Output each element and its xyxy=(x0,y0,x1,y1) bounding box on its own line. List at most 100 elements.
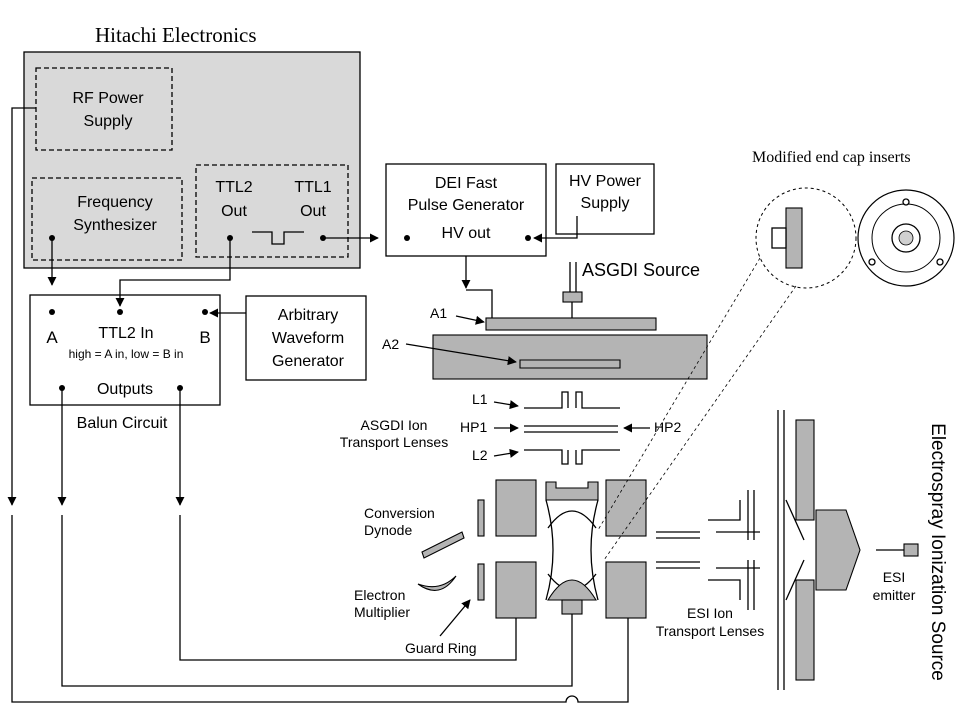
balun-note: high = A in, low = B in xyxy=(69,347,184,361)
asgdi-lenses-label-2: Transport Lenses xyxy=(340,434,448,450)
end-cap-side-insert xyxy=(785,207,803,269)
frequency-synthesizer-block xyxy=(31,177,183,261)
esi-lenses-label-2: Transport Lenses xyxy=(656,623,764,639)
hp2-label: HP2 xyxy=(654,419,681,435)
balun-caption: Balun Circuit xyxy=(77,415,168,432)
end-cap-hole-top xyxy=(902,198,910,206)
lens-l1 xyxy=(524,391,620,409)
trap-endcap-stem xyxy=(561,599,583,615)
hv-power-supply-box xyxy=(555,163,655,235)
guard-ring-label: Guard Ring xyxy=(405,640,477,656)
trap-top-endcap xyxy=(545,481,599,501)
awg-box xyxy=(245,295,367,381)
lens-hp xyxy=(524,425,618,433)
asgdi-source-label: ASGDI Source xyxy=(582,260,700,280)
a1-pointer xyxy=(455,315,485,325)
wire-out2-to-guard xyxy=(179,515,517,661)
esi-lenses-label-1: ESI Ion xyxy=(687,605,733,621)
esi-lens-2 xyxy=(708,500,760,600)
hitachi-title: Hitachi Electronics xyxy=(95,23,257,47)
ttl1-out-label-2: Out xyxy=(300,203,326,220)
conversion-dynode-label-2: Dynode xyxy=(364,522,412,538)
freq-synth-label-2: Synthesizer xyxy=(73,217,157,234)
wire-rf-to-ring xyxy=(11,515,629,703)
hv-power-label-2: Supply xyxy=(581,195,630,212)
trap-ring-sides xyxy=(545,499,599,601)
esi-lens-1 xyxy=(656,531,700,569)
esi-lower-block xyxy=(795,579,815,681)
asgdi-a2-plate xyxy=(519,359,621,369)
hitachi-panel xyxy=(23,51,361,269)
hv-power-label-1: HV Power xyxy=(569,173,642,190)
balun-ttl2-in-label: TTL2 In xyxy=(98,325,153,342)
ttl-output-block xyxy=(195,164,349,258)
conversion-dynode xyxy=(421,531,465,559)
dei-label-1: DEI Fast xyxy=(435,175,498,192)
dei-label-2: Pulse Generator xyxy=(408,197,525,214)
end-cap-aperture xyxy=(898,230,914,246)
wire-to-a1 xyxy=(466,289,493,318)
end-cap-zoom-lines xyxy=(597,257,797,561)
wire-out1-to-endcap xyxy=(61,515,573,687)
esi-skimmer-plate xyxy=(777,410,785,690)
wire-hv-to-dei xyxy=(533,216,578,243)
balun-a-terminal xyxy=(49,309,55,315)
wire-rf-down xyxy=(7,107,36,506)
rf-power-supply-block xyxy=(35,67,173,151)
end-cap-zoom-circle xyxy=(755,187,857,289)
esi-emitter-tip xyxy=(903,543,919,557)
wire-ttl2-to-balun xyxy=(115,238,231,307)
asgdi-pins xyxy=(569,262,577,294)
trap-electrode-ll xyxy=(495,561,537,619)
pulse-symbol xyxy=(252,231,304,245)
a2-pointer xyxy=(405,343,517,366)
trap-electrode-lr xyxy=(605,561,647,619)
balun-b-terminal xyxy=(202,309,208,315)
asgdi-cathode xyxy=(562,291,583,303)
dei-hv-out-label: HV out xyxy=(442,225,491,242)
rf-power-label-2: Supply xyxy=(84,113,133,130)
l2-label: L2 xyxy=(472,447,488,463)
dei-hv-terminal xyxy=(525,235,531,241)
hp1-label: HP1 xyxy=(460,419,487,435)
guard-ring-bottom xyxy=(477,563,485,601)
esi-lens-3 xyxy=(747,490,755,610)
end-cap-hole-right xyxy=(936,258,944,266)
dei-input-terminal xyxy=(404,235,410,241)
l1-label: L1 xyxy=(472,391,488,407)
end-cap-side-tip xyxy=(771,227,787,249)
trap-electrode-ul xyxy=(495,479,537,537)
asgdi-a1-plate xyxy=(485,317,657,331)
awg-label-1: Arbitrary xyxy=(278,307,338,324)
end-cap-hole-left xyxy=(868,258,876,266)
asgdi-chamber xyxy=(432,334,708,380)
dei-pulse-generator-box xyxy=(385,163,547,257)
balun-a-label: A xyxy=(46,328,58,347)
asgdi-lenses-label-1: ASGDI Ion xyxy=(361,417,428,433)
electron-multiplier xyxy=(417,575,457,591)
trap-electrode-ur xyxy=(605,479,647,537)
trap-bottom-endcap xyxy=(547,579,597,601)
l2-pointer xyxy=(493,448,519,458)
esi-inlet-cone xyxy=(815,509,861,591)
trap-ring-top xyxy=(547,510,597,529)
end-cap-title: Modified end cap inserts xyxy=(752,149,911,166)
lens-l2 xyxy=(524,449,620,465)
esi-upper-block xyxy=(795,419,815,521)
a2-label: A2 xyxy=(382,336,399,352)
a1-label: A1 xyxy=(430,305,447,321)
guard-ring-pointer xyxy=(439,599,471,637)
electron-multiplier-label-2: Multiplier xyxy=(354,604,410,620)
guard-ring-top xyxy=(477,499,485,537)
ttl2-out-label-2: Out xyxy=(221,203,247,220)
esi-emitter-label-1: ESI xyxy=(883,569,906,585)
ttl1-out-label-1: TTL1 xyxy=(294,179,331,196)
ttl2-out-label-1: TTL2 xyxy=(215,179,252,196)
balun-ttl-terminal xyxy=(117,309,123,315)
awg-label-2: Waveform xyxy=(272,330,344,347)
awg-label-3: Generator xyxy=(272,353,345,370)
balun-outputs-label: Outputs xyxy=(97,381,153,398)
balun-b-label: B xyxy=(199,328,210,347)
l1-pointer xyxy=(493,400,519,410)
conversion-dynode-label-1: Conversion xyxy=(364,505,435,521)
